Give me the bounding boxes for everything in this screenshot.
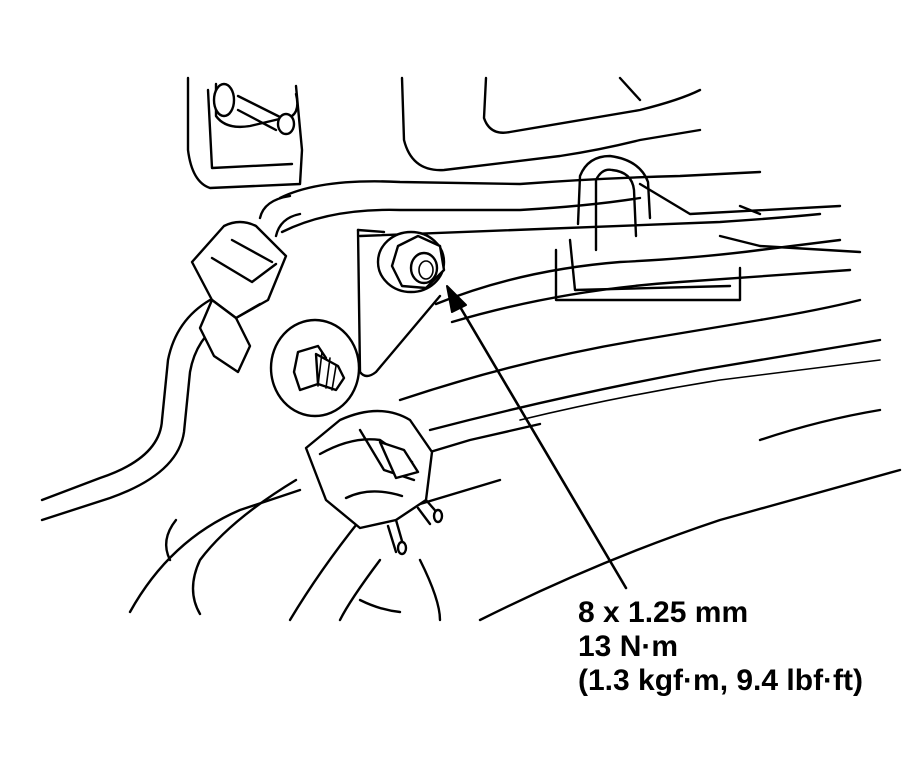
torque-spec-callout: 8 x 1.25 mm 13 N·m (1.3 kgf·m, 9.4 lbf·f… [578,596,863,698]
torque-nm-label: 13 N·m [578,630,679,663]
left-hose [40,194,302,522]
top-housing-body [400,76,702,172]
torque-alt-units-label: (1.3 kgf·m, 9.4 lbf·ft) [578,664,864,697]
fastener-size-label: 8 x 1.25 mm [578,596,749,629]
callout-leader-arrow [446,285,628,590]
upper-bracket-housing [186,76,304,190]
right-tube-bracket [554,154,862,302]
frame-lines [278,170,902,622]
bottom-hose-clamp [128,409,542,622]
stud-bolt [269,318,361,418]
flange-nut [376,230,446,294]
